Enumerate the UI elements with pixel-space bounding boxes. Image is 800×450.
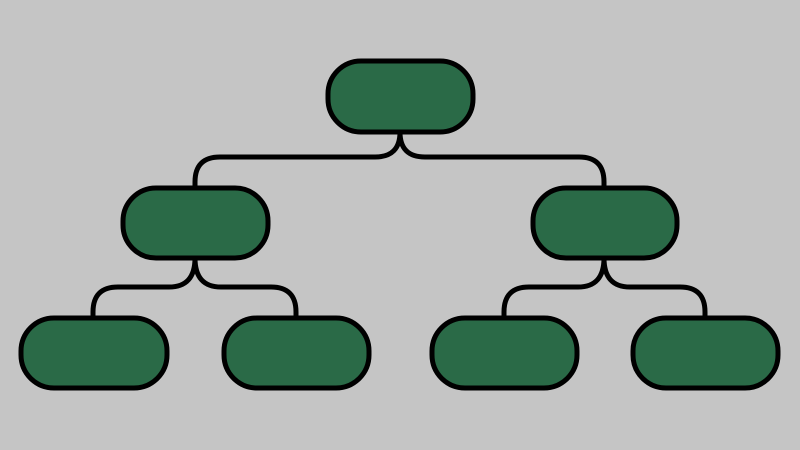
tree-node-left-right xyxy=(221,315,372,391)
tree-node-right xyxy=(530,185,680,261)
tree-node-root xyxy=(325,58,476,135)
connector-left-to-left-left xyxy=(90,255,198,321)
tree-node-right-left xyxy=(429,315,580,391)
connector-root-to-right xyxy=(397,129,607,191)
tree-node-left-left xyxy=(18,315,170,391)
connector-root-to-left xyxy=(192,129,403,191)
connector-right-to-right-right xyxy=(601,255,708,321)
tree-node-right-right xyxy=(630,315,781,391)
connector-left-to-left-right xyxy=(192,255,299,321)
tree-node-left xyxy=(120,185,271,261)
connector-right-to-right-left xyxy=(501,255,607,321)
